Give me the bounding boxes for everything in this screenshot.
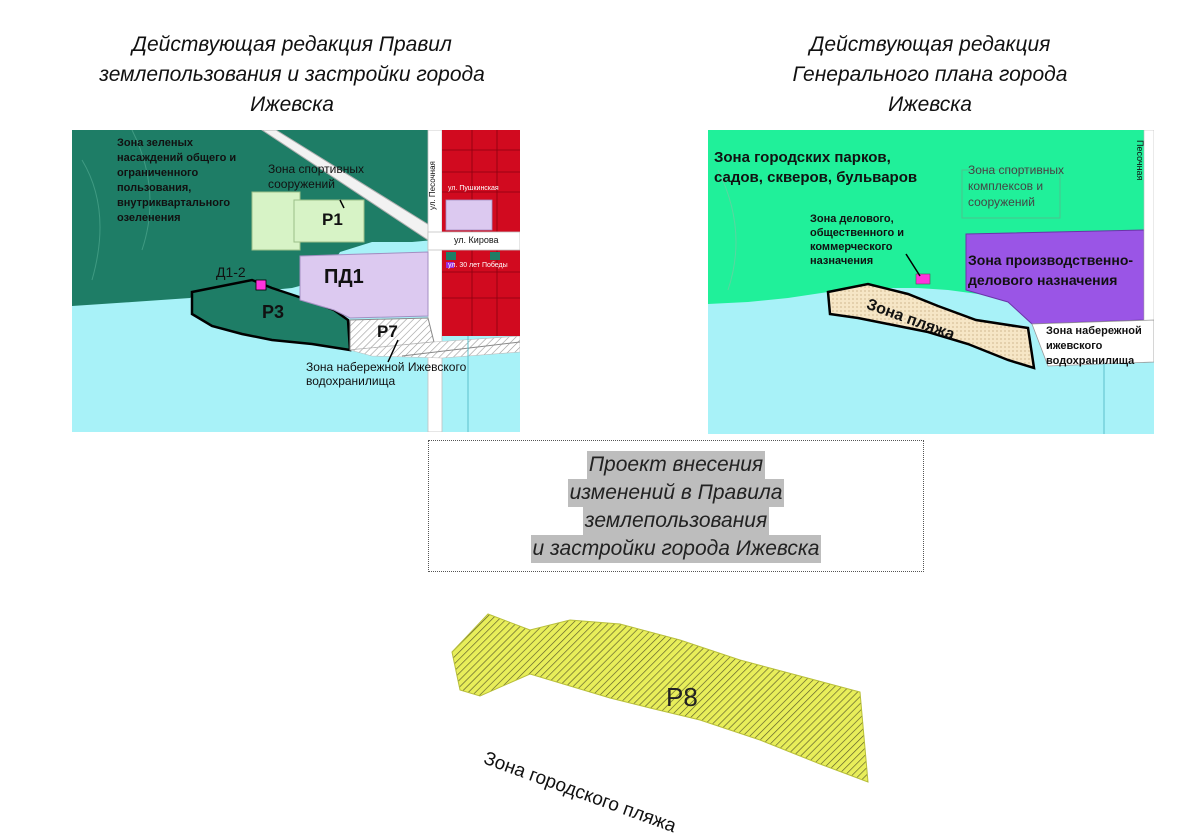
zone-p1-label: Р1 xyxy=(322,210,343,229)
embankment-label: Зона набережной Ижевского водохранилища xyxy=(306,360,467,388)
embankment-pointer xyxy=(387,339,399,363)
sport-zone-left xyxy=(251,191,301,251)
zone-p8-area xyxy=(451,613,869,783)
business-zone-pointer xyxy=(905,253,921,277)
project-line-3: землепользования xyxy=(582,507,770,535)
zone-p7-label: Р7 xyxy=(377,322,398,341)
street-mid-label: ул. 30 лет Победы xyxy=(448,262,508,269)
zone-d12-area xyxy=(255,279,267,291)
general-plan-map: Зона городских парков, садов, скверов, б… xyxy=(708,130,1154,434)
business-zone-marker xyxy=(915,273,931,285)
street-right-label: Песочная xyxy=(1135,140,1145,181)
street-top-label: ул. Пушкинская xyxy=(448,185,499,192)
parks-zone-label: Зона городских парков, садов, скверов, б… xyxy=(714,149,918,186)
proposed-zone-graphic xyxy=(451,613,869,783)
street-kirova-label: ул. Кирова xyxy=(454,235,499,245)
project-description-box: Проект внесения изменений в Правила земл… xyxy=(428,440,924,572)
industrial-zone-label: Зона производственно- делового назначени… xyxy=(968,252,1134,288)
zone-p1-area xyxy=(293,199,365,243)
beach-zone-area xyxy=(826,282,1036,370)
embankment-zone-right xyxy=(1031,319,1154,367)
project-line-1: Проект внесения xyxy=(586,451,766,479)
land-use-rules-map: Зона зеленых насаждений общего и огранич… xyxy=(72,130,520,432)
business-zone-label: Зона делового, общественного и коммерчес… xyxy=(810,213,904,267)
project-line-2: изменений в Правила xyxy=(567,479,785,507)
zone-p3-label: Р3 xyxy=(262,302,285,322)
sport-zone-pointer xyxy=(339,199,345,209)
sport-zone-right-label: Зона спортивных комплексов и сооружений xyxy=(968,163,1064,209)
zone-pd1-area xyxy=(299,251,429,319)
zone-d12-label: Д1-2 xyxy=(216,264,246,280)
green-zone-label: Зона зеленых насаждений общего и огранич… xyxy=(117,137,237,224)
sport-zone-right xyxy=(961,169,1061,219)
right-map-title: Действующая редакция Генерального плана … xyxy=(792,33,1068,116)
embankment-right-label: Зона набережной ижевского водохранилища xyxy=(1046,325,1142,367)
street-pesochnaya-label: ул. Песочная xyxy=(428,161,437,210)
general-plan-map-graphic xyxy=(708,130,1154,434)
zone-pd1-label: ПД1 xyxy=(324,266,364,288)
land-use-map-graphic xyxy=(72,130,520,432)
zone-p8-label: Р8 xyxy=(666,682,698,712)
left-map-title: Действующая редакция Правил землепользов… xyxy=(99,33,485,116)
sport-zone-label: Зона спортивных сооружений xyxy=(268,162,364,191)
project-line-4: и застройки города Ижевска xyxy=(530,535,822,563)
